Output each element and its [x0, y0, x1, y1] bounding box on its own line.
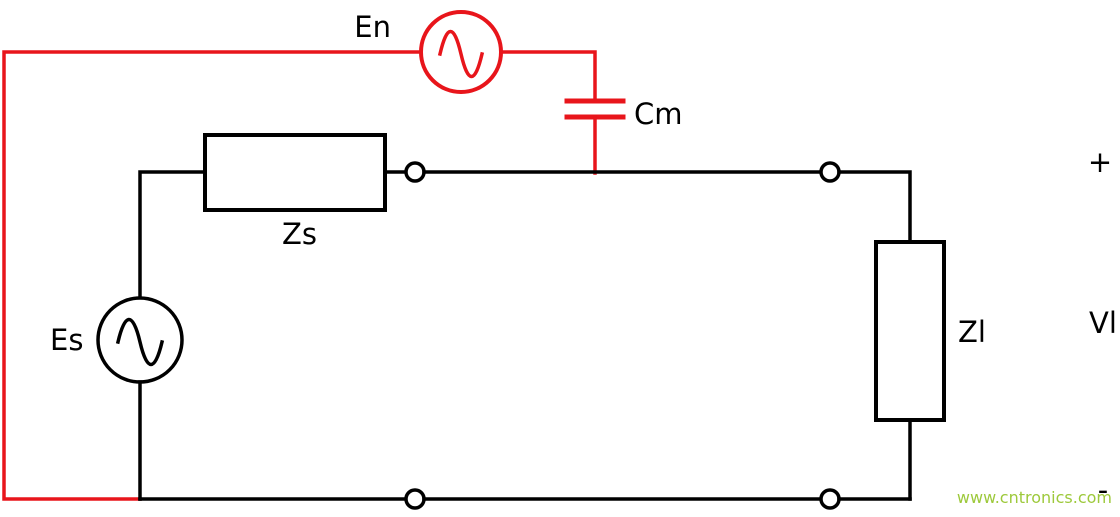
load-impedance-label: Zl — [958, 315, 986, 349]
coupling-capacitor-label: Cm — [634, 97, 683, 131]
source-top-wire — [138, 170, 207, 300]
load-voltage-label: Vl — [1089, 306, 1117, 340]
source-impedance-label: Zs — [282, 217, 317, 251]
terminal-top-right — [819, 161, 841, 183]
terminal-plus-label: + — [1088, 145, 1112, 179]
noise-loop-wire — [2, 50, 423, 501]
noise-sine-icon — [437, 30, 485, 78]
terminal-bottom-left — [404, 488, 426, 510]
terminal-to-load-wire — [837, 170, 912, 244]
load-impedance-box — [874, 240, 946, 422]
signal-circuit — [96, 133, 946, 510]
noise-to-capacitor-wire — [499, 50, 597, 102]
source-impedance-box — [203, 133, 387, 212]
signal-sine-icon — [115, 318, 165, 366]
terminal-top-left — [404, 161, 426, 183]
watermark-text: www.cntronics.com — [957, 488, 1112, 507]
noise-circuit — [2, 10, 626, 501]
terminal-minus-label: - — [1098, 473, 1108, 507]
noise-source-label: En — [354, 10, 391, 44]
terminal-bottom-right — [819, 488, 841, 510]
signal-source-label: Es — [50, 323, 83, 357]
